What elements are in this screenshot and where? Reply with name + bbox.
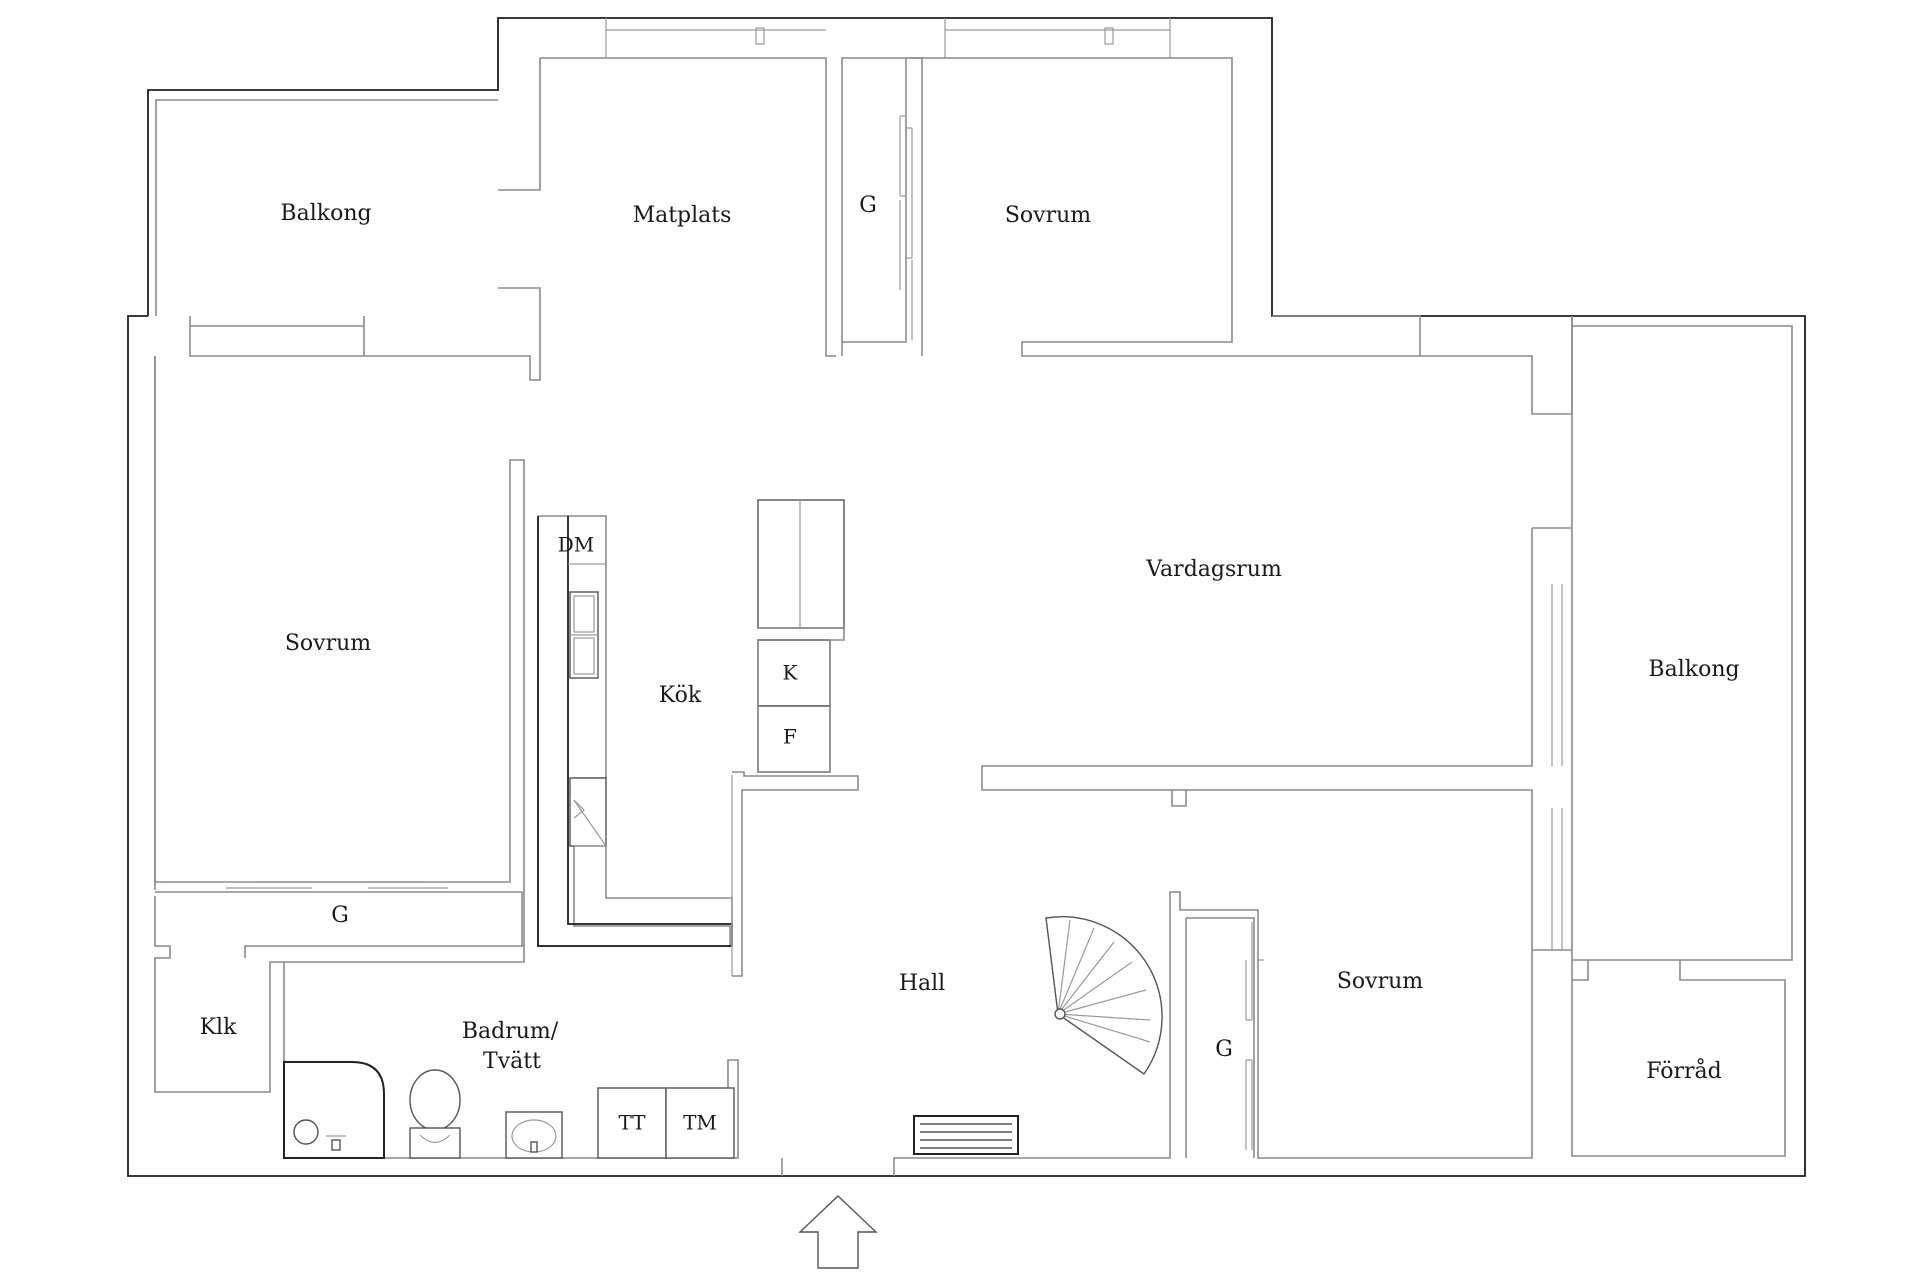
room-label-klk: Klk — [200, 1015, 237, 1040]
room-label-sovrum-top: Sovrum — [1005, 203, 1091, 228]
room-label-balkong-top: Balkong — [280, 201, 371, 226]
fixture-label-washer: TM — [683, 1111, 717, 1135]
top-bedroom-walls — [841, 57, 1272, 357]
spiral-staircase — [1045, 916, 1163, 1075]
room-label-closet-left: G — [331, 903, 349, 928]
fixture-label-freezer: F — [783, 725, 797, 749]
room-label-sovrum-bottom: Sovrum — [1337, 969, 1423, 994]
room-label-closet-bottom: G — [1215, 1037, 1233, 1062]
room-label-forrad: Förråd — [1646, 1057, 1722, 1084]
outer-walls — [127, 17, 1806, 1177]
room-label-vardagsrum: Vardagsrum — [1145, 557, 1282, 582]
left-bedroom-walls — [154, 356, 525, 1093]
room-label-closet-top: G — [859, 193, 877, 218]
fixture-label-dishwasher: DM — [558, 533, 595, 557]
top-windows — [605, 18, 1171, 58]
storage-walls — [1571, 960, 1786, 1157]
room-label-balkong-right: Balkong — [1648, 657, 1739, 682]
room-label-hall: Hall — [899, 971, 945, 996]
room-label-kok: Kök — [659, 683, 702, 708]
room-label-badrum-line1: Badrum/ — [462, 1019, 559, 1044]
living-room-walls — [981, 315, 1793, 961]
entrance-arrow — [798, 1195, 878, 1269]
kitchen-walls — [537, 499, 859, 977]
bathroom-walls — [283, 962, 739, 1159]
fixture-label-dryer: TT — [618, 1111, 646, 1135]
fixture-label-fridge: K — [783, 661, 799, 685]
room-label-badrum-line2: Tvätt — [483, 1049, 541, 1074]
hall-walls — [781, 891, 1533, 1269]
room-label-sovrum-left: Sovrum — [285, 631, 371, 656]
room-label-matplats: Matplats — [633, 203, 732, 228]
